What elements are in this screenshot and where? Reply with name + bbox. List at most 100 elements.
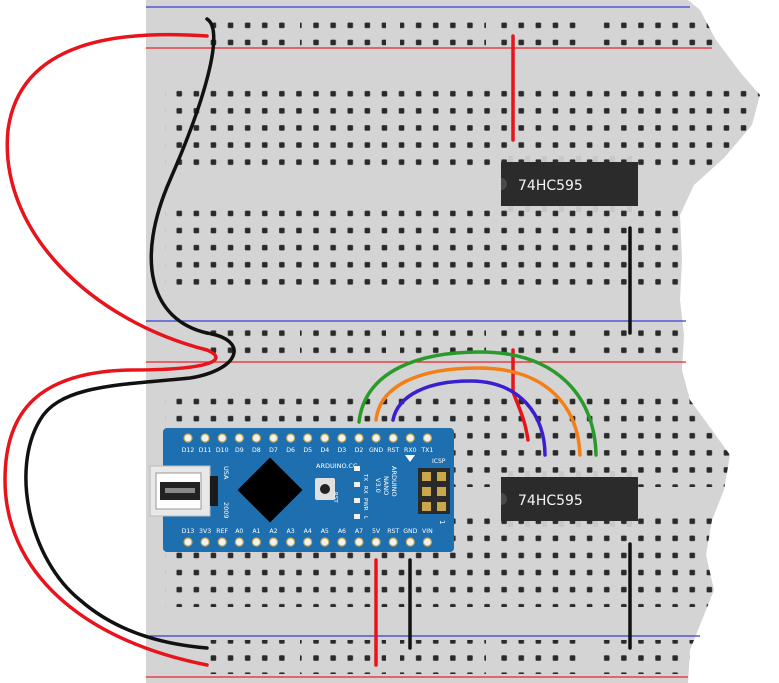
red-wire-middle-jumper (3, 348, 218, 667)
model-line3: V3.0 (374, 478, 382, 493)
pwr-label: PWR (362, 498, 368, 511)
tx-label: TX (362, 473, 368, 481)
nano-board (163, 428, 454, 552)
middle-rail-holes (200, 326, 760, 360)
model-line2: NANO (382, 476, 390, 495)
nano-bottom-pin-label: D13 (182, 528, 195, 535)
nano-bottom-pin (388, 537, 398, 547)
nano-bottom-pin-labels: D13 3V3 REF A0 A1 A2 A3 A4 A5 A6 A7 5V RST GND VIN (182, 528, 433, 535)
nano-bottom-pin (286, 537, 296, 547)
rst-label: RST (332, 492, 338, 503)
hole-field (165, 12, 760, 674)
nano-bottom-pin (320, 537, 330, 547)
nano-bottom-pin (251, 537, 261, 547)
l-label: L (362, 516, 368, 520)
black-wire-middle-jumper (24, 331, 236, 650)
green-wire-signal (357, 350, 598, 457)
nano-bottom-pin (268, 537, 279, 547)
nano-top-pin-label: D4 (320, 447, 329, 454)
nano-top-pin (217, 433, 227, 443)
nano-top-pin (183, 433, 193, 443)
nano-bottom-pin (217, 537, 227, 547)
nano-top-pin (405, 433, 415, 443)
chip-label: 74HC595 (518, 178, 583, 194)
usb-connector (149, 465, 218, 517)
nano-bottom-pin-label: A6 (338, 528, 346, 535)
nano-bottom-pin-label: 3V3 (199, 528, 211, 535)
upper-strip-a-holes (165, 80, 760, 172)
nano-bottom-pin-label: GND (403, 528, 417, 535)
purple-wire-signal (391, 379, 547, 457)
nano-bottom-pin-label: A5 (321, 528, 329, 535)
nano-top-pin-label: D12 (182, 447, 195, 454)
chip-body (501, 477, 638, 521)
nano-bottom-pin-label: A7 (355, 528, 363, 535)
nano-bottom-pin-label: A2 (269, 528, 277, 535)
nano-top-pin (371, 433, 381, 443)
rail-gaps (286, 10, 600, 678)
nano-bottom-pin (234, 537, 244, 547)
nano-top-pin-label: D3 (338, 447, 347, 454)
icsp-header (418, 468, 450, 514)
nano-pin-holes (183, 433, 432, 547)
nano-bottom-pin (405, 537, 415, 547)
nano-top-pin-label: D11 (199, 447, 212, 454)
microcontroller-chip (237, 457, 303, 523)
nano-top-pin (234, 433, 244, 443)
nano-top-pin (286, 433, 296, 443)
nano-bottom-pin-label: A0 (235, 528, 243, 535)
nano-bottom-pin-label: A1 (252, 528, 260, 535)
nano-bottom-pin-label: REF (216, 528, 228, 535)
nano-top-pin-label: D9 (235, 447, 244, 454)
nano-top-pin-label: GND (369, 447, 383, 454)
nano-bottom-pin-label: A3 (287, 528, 295, 535)
chip-74hc595-upper: 74HC595 (501, 156, 638, 212)
rx-label: RX (362, 486, 368, 494)
nano-top-pin-label: RX0 (404, 447, 417, 454)
nano-bottom-pin-label: 5V (372, 528, 381, 535)
usa-label: USA (222, 466, 230, 480)
nano-bottom-pin (183, 537, 193, 547)
nano-top-pin-label: D6 (286, 447, 295, 454)
nano-bottom-pin (422, 537, 432, 547)
orange-wire-signal (374, 366, 582, 457)
chip-label: 74HC595 (518, 493, 583, 509)
nano-top-pin (251, 433, 261, 443)
nano-bottom-pin-label: RST (387, 528, 399, 535)
model-line1: ARDUINO (390, 466, 398, 497)
nano-bottom-pin (200, 537, 210, 547)
nano-bottom-pin-label: A4 (304, 528, 312, 535)
nano-top-pin (303, 433, 313, 443)
nano-top-pin-label: D5 (303, 447, 312, 454)
site-label: ARDUINO.CC (316, 462, 358, 470)
red-wire-top-loop (5, 32, 209, 352)
upper-strip-b-holes (165, 200, 760, 292)
nano-top-pin (320, 433, 330, 443)
bottom-rail-holes (200, 640, 760, 674)
nano-top-pin (337, 433, 347, 443)
nano-top-pin (268, 433, 279, 443)
status-leds (354, 466, 360, 519)
rail-lines (146, 6, 712, 678)
nano-top-pin-label: D2 (355, 447, 364, 454)
nano-top-pin (422, 433, 432, 443)
nano-top-pin (200, 433, 210, 443)
nano-top-pin-label: D8 (252, 447, 261, 454)
icsp-pin1-label: 1 (438, 520, 446, 524)
nano-top-pin-label: D10 (216, 447, 229, 454)
icsp-label: ICSP (432, 458, 446, 465)
nano-bottom-pin (371, 537, 381, 547)
nano-bottom-pin (303, 537, 313, 547)
nano-bottom-pin-label: VIN (422, 528, 433, 535)
top-rail-holes (200, 12, 760, 46)
year-label: 2009 (222, 502, 230, 519)
nano-bottom-pin (337, 537, 347, 547)
black-wire-top-loop (149, 17, 216, 335)
arrow-down-icon (405, 455, 415, 462)
nano-top-pin-label: RST (387, 447, 399, 454)
nano-bottom-pin (354, 537, 364, 547)
nano-top-pin-label: TX1 (420, 447, 433, 454)
chip-74hc595-lower: 74HC595 (501, 471, 638, 527)
